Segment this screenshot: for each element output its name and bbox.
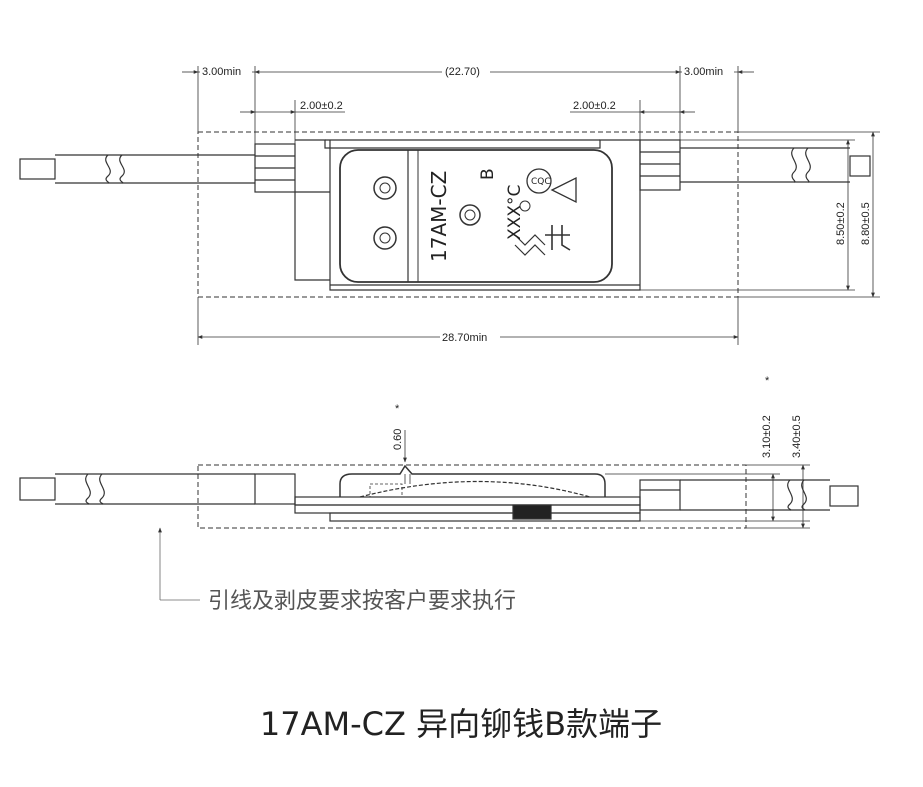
dim-body-length: (22.70): [445, 66, 480, 78]
dim-right-strip: 3.00min: [684, 66, 723, 78]
top-dimensions: [182, 66, 880, 345]
left-wire-top: [19, 154, 255, 184]
left-wire-side: [19, 473, 296, 505]
dim-overall-width: 8.80±0.5: [860, 202, 872, 245]
top-dashed-outline: [197, 131, 739, 298]
left-crimp-top: [254, 143, 296, 193]
side-case: [339, 464, 606, 497]
dim-right-clip: 2.00±0.2: [573, 100, 616, 112]
rivet-hole-upper: [373, 176, 397, 200]
side-dimensions: [158, 430, 810, 601]
dim-left-clip: 2.00±0.2: [300, 100, 343, 112]
body-plate: [295, 139, 641, 291]
marking-cqc: CQC: [531, 177, 551, 187]
lead-wire-note: 引线及剥皮要求按客户要求执行: [208, 589, 516, 614]
inner-case: [339, 149, 613, 283]
ru-mark-icon: [545, 225, 571, 251]
center-dimple: [459, 204, 481, 226]
registered-mark-icon: [519, 200, 531, 212]
rivet-hole-lower: [373, 226, 397, 250]
cqc-mark-icon: [526, 168, 552, 194]
top-view: [19, 131, 871, 298]
side-asterisk-right: *: [765, 375, 770, 387]
right-crimp-top: [639, 139, 681, 191]
marking-temperature: XXX°C: [505, 185, 525, 240]
wave-mark-icon: [514, 234, 546, 256]
dim-body-width: 8.50±0.2: [835, 202, 847, 245]
triangle-mark-icon: [550, 176, 577, 204]
dim-body-height: 3.10±0.2: [761, 415, 773, 458]
side-view: [19, 464, 859, 529]
caption-title: 17AM-CZ 异向铆钱B款端子: [260, 705, 662, 743]
dim-total-length: 28.70min: [442, 332, 487, 344]
right-wire-side: [639, 479, 859, 511]
dim-left-strip: 3.00min: [202, 66, 241, 78]
dim-tab-thickness: 0.60: [392, 429, 404, 450]
side-rivet: [512, 504, 552, 520]
marking-variant: B: [478, 168, 498, 180]
side-dashed-outline: [197, 464, 747, 529]
marking-model: 17AM-CZ: [427, 171, 451, 262]
dim-overall-height: 3.40±0.5: [791, 415, 803, 458]
side-base-plate: [294, 496, 641, 506]
right-wire-top: [680, 147, 871, 183]
side-asterisk-left: *: [395, 403, 400, 415]
